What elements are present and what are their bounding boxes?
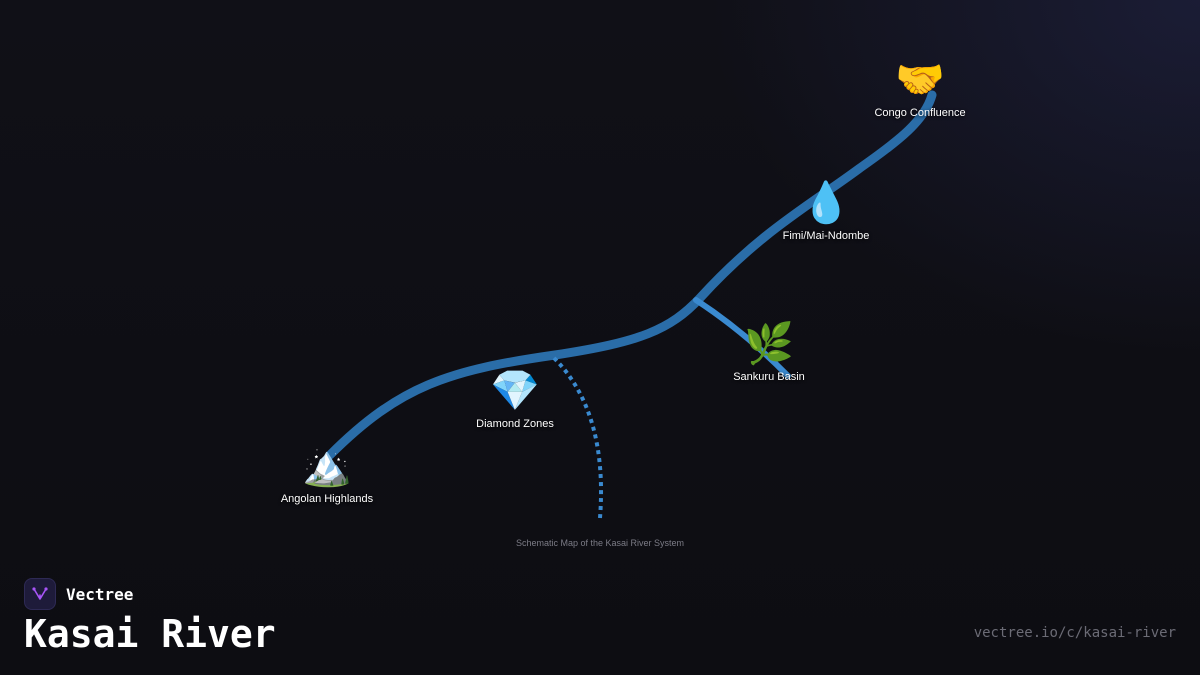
handshake-icon: 🤝 — [895, 57, 945, 103]
page-url[interactable]: vectree.io/c/kasai-river — [973, 625, 1176, 641]
page-title: Kasai River — [24, 612, 276, 656]
marker-sankuru-basin[interactable]: 🌿 Sankuru Basin — [689, 320, 849, 384]
dotted-tributary — [552, 356, 604, 519]
marker-diamond-zones[interactable]: 💎 Diamond Zones — [435, 367, 595, 431]
marker-label: Congo Confluence — [874, 107, 966, 119]
marker-fimi-mai-ndombe[interactable]: 💧 Fimi/Mai-Ndombe — [746, 179, 906, 243]
map-caption: Schematic Map of the Kasai River System — [515, 538, 685, 548]
vectree-logo-icon — [24, 578, 56, 610]
marker-label: Angolan Highlands — [280, 493, 374, 505]
marker-label: Sankuru Basin — [733, 371, 805, 383]
kasai-main-river — [325, 90, 937, 460]
mountain-icon: 🏔️ — [302, 443, 352, 489]
brand[interactable]: Vectree — [24, 577, 133, 611]
marker-label: Diamond Zones — [476, 418, 554, 430]
brand-name: Vectree — [66, 584, 134, 604]
sankuru-tributary — [693, 297, 791, 379]
gem-icon: 💎 — [490, 368, 540, 414]
marker-label: Fimi/Mai-Ndombe — [782, 230, 870, 242]
marker-congo-confluence[interactable]: 🤝 Congo Confluence — [840, 56, 1000, 120]
marker-angolan-highlands[interactable]: 🏔️ Angolan Highlands — [247, 442, 407, 506]
water-droplet-icon: 💧 — [801, 180, 851, 226]
herb-icon: 🌿 — [744, 321, 794, 367]
